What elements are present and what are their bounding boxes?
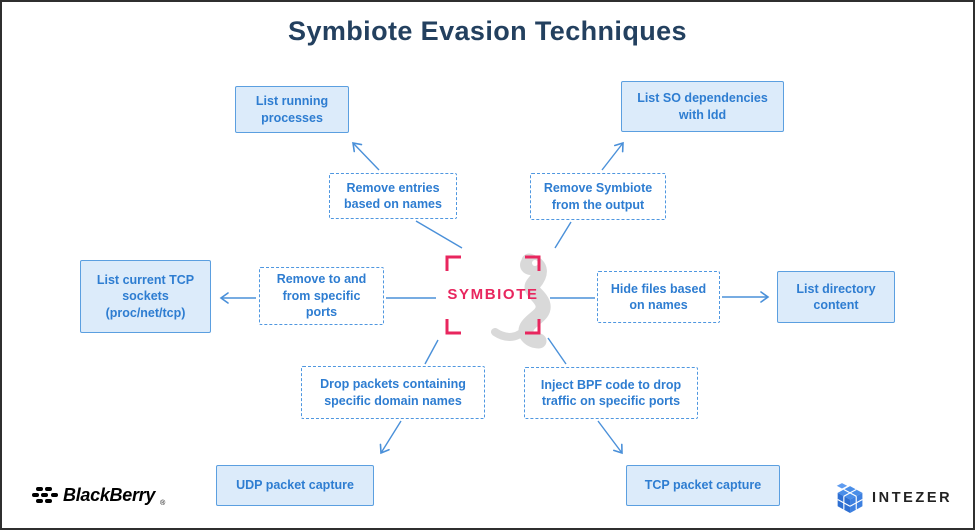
blackberry-wordmark: BlackBerry bbox=[63, 484, 156, 505]
center-symbiote-label: SYMBIOTE bbox=[447, 285, 539, 303]
registered-mark: ® bbox=[160, 500, 166, 507]
node-list-tcp-sockets: List current TCP sockets (proc/net/tcp) bbox=[80, 260, 211, 333]
page-title: Symbiote Evasion Techniques bbox=[288, 16, 687, 46]
node-udp-packet-capture: UDP packet capture bbox=[216, 465, 374, 506]
node-hide-files-names: Hide files based on names bbox=[597, 271, 720, 323]
node-drop-packets-domains: Drop packets containing specific domain … bbox=[301, 366, 485, 419]
node-inject-bpf-code: Inject BPF code to drop traffic on speci… bbox=[524, 367, 698, 419]
intezer-wordmark: INTEZER bbox=[872, 490, 953, 506]
blackberry-logo: BlackBerry ® bbox=[32, 479, 165, 511]
node-tcp-packet-capture: TCP packet capture bbox=[626, 465, 780, 506]
intezer-logo: INTEZER bbox=[834, 481, 952, 515]
node-list-directory-content: List directory content bbox=[777, 271, 895, 323]
node-remove-symbiote-output: Remove Symbiote from the output bbox=[530, 173, 666, 220]
node-remove-specific-ports: Remove to and from specific ports bbox=[259, 267, 384, 325]
node-remove-entries-names: Remove entries based on names bbox=[329, 173, 457, 219]
intezer-cube-icon bbox=[835, 482, 863, 513]
node-list-so-dependencies: List SO dependencies with ldd bbox=[621, 81, 784, 132]
blackberry-dots-icon bbox=[32, 486, 58, 503]
node-list-running-processes: List running processes bbox=[235, 86, 349, 133]
